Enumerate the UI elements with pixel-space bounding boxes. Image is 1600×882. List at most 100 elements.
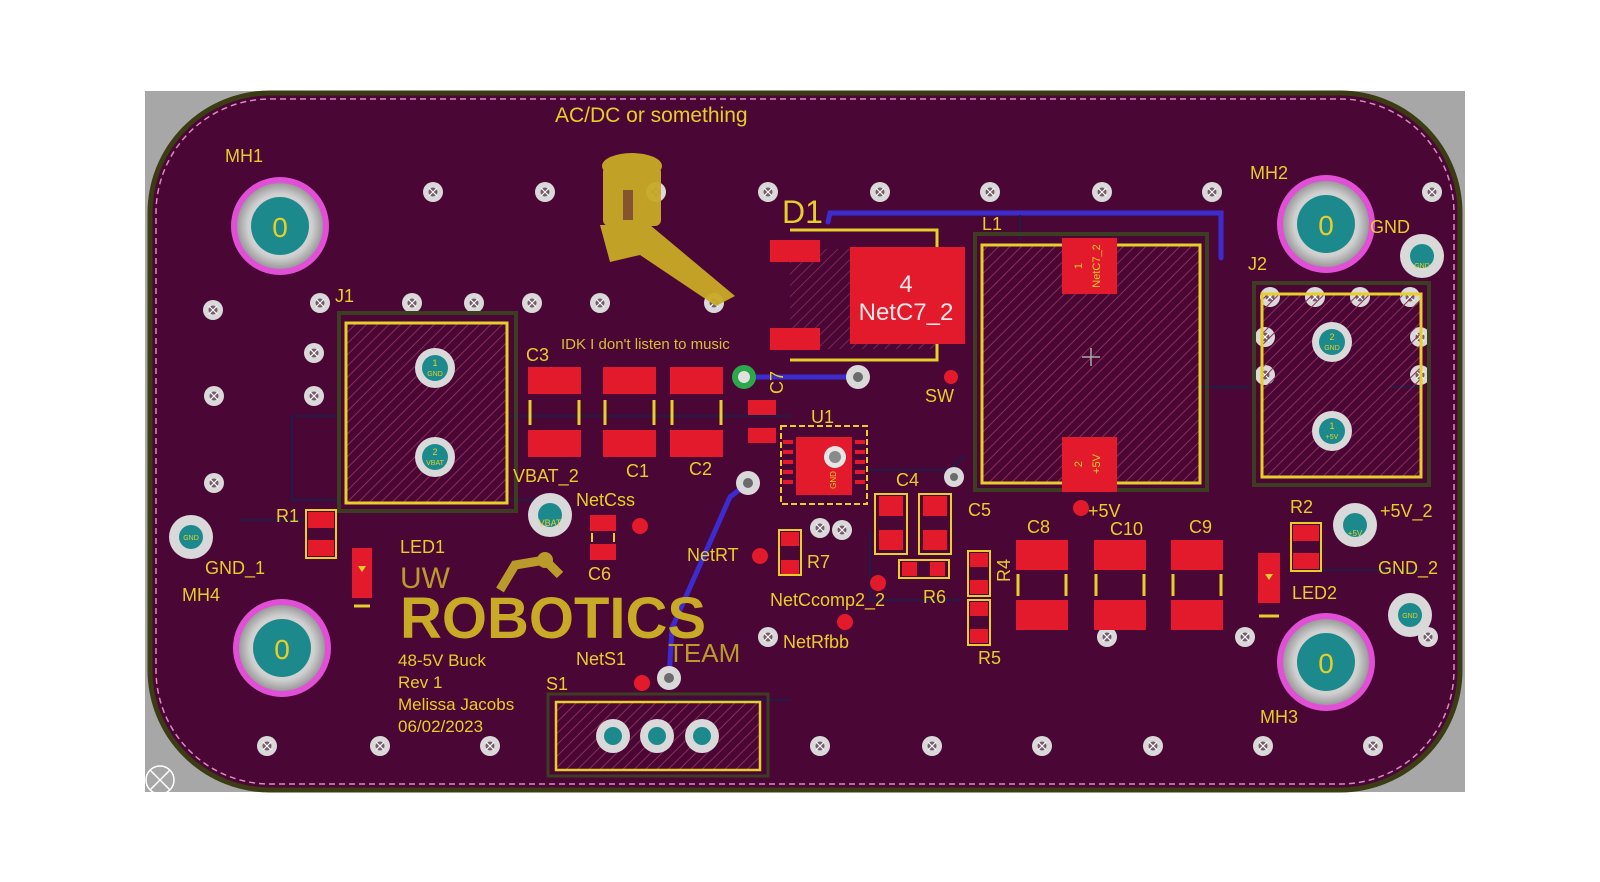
silk-author: Melissa Jacobs <box>398 695 514 714</box>
diode-d1[interactable]: 4 NetC7_2 <box>770 228 965 362</box>
net-label-5v: +5V <box>1088 501 1121 521</box>
via <box>304 343 324 363</box>
capacitor-c2[interactable] <box>670 367 723 457</box>
j2-pin2-net: GND <box>1324 345 1340 352</box>
via <box>1032 736 1052 756</box>
refdes-r6: R6 <box>923 587 946 607</box>
refdes-r2: R2 <box>1290 497 1313 517</box>
resistor-r4[interactable] <box>967 550 991 597</box>
refdes-mh2: MH2 <box>1250 163 1288 183</box>
capacitor-c5[interactable] <box>918 493 952 555</box>
silk-music-note: IDK I don't listen to music <box>561 336 730 353</box>
resistor-r6[interactable] <box>898 559 950 579</box>
refdes-led2: LED2 <box>1292 583 1337 603</box>
refdes-mh4: MH4 <box>182 585 220 605</box>
via <box>204 473 224 493</box>
resistor-r2[interactable] <box>1290 522 1322 572</box>
silk-revision: Rev 1 <box>398 673 442 692</box>
origin-marker-icon <box>145 765 175 795</box>
via <box>370 736 390 756</box>
test-pad-vbat[interactable]: VBAT <box>528 493 572 537</box>
via <box>257 736 277 756</box>
capacitor-c10[interactable] <box>1094 540 1146 630</box>
capacitor-c4[interactable] <box>874 493 908 555</box>
logo-robotics-text: ROBOTICS <box>400 586 706 651</box>
j1-pin1-number: 1 <box>432 358 437 368</box>
resistor-r7[interactable] <box>778 529 802 576</box>
silk-date: 06/02/2023 <box>398 717 483 736</box>
capacitor-c1[interactable] <box>603 367 656 457</box>
resistor-r1[interactable] <box>305 509 337 559</box>
l1-pin2-number: 2 <box>1073 461 1085 467</box>
capacitor-c7[interactable] <box>748 400 776 443</box>
refdes-c1: C1 <box>626 461 649 481</box>
mounting-hole-mh3[interactable]: 0 <box>1277 613 1375 711</box>
refdes-c2: C2 <box>689 459 712 479</box>
via <box>590 293 610 313</box>
via <box>480 736 500 756</box>
switch-s1[interactable] <box>546 692 770 778</box>
refdes-c6: C6 <box>588 564 611 584</box>
connector-j2[interactable]: 2 GND 1 +5V <box>1252 281 1431 487</box>
via <box>1097 627 1117 647</box>
test-pad-gnd-1[interactable]: GND <box>169 515 213 559</box>
refdes-mh3: MH3 <box>1260 707 1298 727</box>
refdes-r4: R4 <box>994 559 1014 582</box>
led-led2[interactable] <box>1258 553 1280 618</box>
via <box>758 627 778 647</box>
mh3-hole-label: 0 <box>1318 648 1334 679</box>
d1-pad-net: NetC7_2 <box>859 299 954 326</box>
capacitor-c9[interactable] <box>1171 540 1223 630</box>
net-label-sw: SW <box>925 386 954 406</box>
u1-thermal-pad-net: GND <box>829 471 838 489</box>
refdes-c10: C10 <box>1110 519 1143 539</box>
inductor-l1[interactable]: 1 NetC7_2 2 +5V <box>973 232 1209 492</box>
via <box>810 736 830 756</box>
uw-robotics-logo: UW ROBOTICS TEAM <box>400 552 740 668</box>
c7-via-pair <box>657 365 964 690</box>
mh1-hole-label: 0 <box>272 212 288 243</box>
j1-pin2-net: VBAT <box>426 460 444 467</box>
mounting-hole-mh2[interactable]: 0 <box>1277 175 1375 273</box>
mh2-hole-label: 0 <box>1318 210 1334 241</box>
test-pad-gnd-2[interactable]: GND <box>1388 593 1432 637</box>
refdes-l1: L1 <box>982 214 1002 234</box>
net-label-5v-2: +5V_2 <box>1380 501 1433 522</box>
net-label-netccomp2-2: NetCcomp2_2 <box>770 590 885 611</box>
j2-pin2-number: 2 <box>1329 332 1334 342</box>
connector-j1[interactable]: 1 GND 2 VBAT <box>337 311 518 513</box>
test-pad-5v-2[interactable]: +5V <box>1333 503 1377 547</box>
mh4-hole-label: 0 <box>274 634 290 665</box>
via <box>1422 182 1442 202</box>
refdes-r7: R7 <box>807 552 830 572</box>
refdes-c9: C9 <box>1189 517 1212 537</box>
mounting-hole-mh4[interactable]: 0 <box>233 599 331 697</box>
mounting-hole-mh1[interactable]: 0 <box>231 177 329 275</box>
resistor-r5[interactable] <box>967 599 991 646</box>
d1-pad-number: 4 <box>899 271 912 298</box>
test-pad-vbat-label: VBAT <box>539 518 562 528</box>
net-test-dots <box>632 370 1089 691</box>
led-led1[interactable] <box>352 548 372 608</box>
via <box>980 182 1000 202</box>
capacitor-c3[interactable] <box>528 367 581 457</box>
capacitor-c6[interactable] <box>590 515 616 560</box>
refdes-led1: LED1 <box>400 537 445 557</box>
refdes-c4: C4 <box>896 470 919 490</box>
via <box>832 520 852 540</box>
ic-u1[interactable]: GND <box>780 425 868 505</box>
logo-uw-text: UW <box>400 562 451 595</box>
capacitor-c8[interactable] <box>1016 540 1068 630</box>
test-pad-gnd[interactable]: GND <box>1400 234 1444 278</box>
net-label-vbat-2: VBAT_2 <box>513 466 579 487</box>
silk-top-note: AC/DC or something <box>555 104 748 127</box>
via <box>1363 736 1383 756</box>
l1-pin1-net: NetC7_2 <box>1091 244 1103 287</box>
test-pad-gnd-1-label: GND <box>183 535 199 542</box>
via <box>310 293 330 313</box>
net-label-netrfbb: NetRfbb <box>783 632 849 652</box>
refdes-s1: S1 <box>546 674 568 694</box>
via <box>870 182 890 202</box>
test-pad-gnd-label: GND <box>1414 263 1430 270</box>
